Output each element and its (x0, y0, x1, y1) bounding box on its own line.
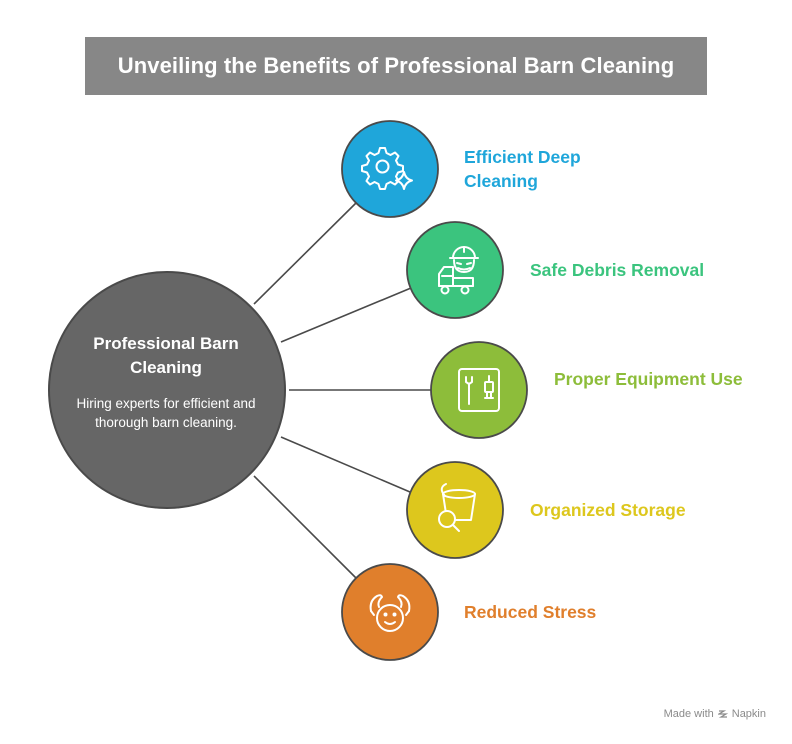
benefit-circle-4 (406, 461, 504, 559)
benefit-label-1: Efficient Deep Cleaning (464, 147, 581, 191)
center-title: Professional Barn Cleaning (93, 334, 239, 377)
calm-face-icon (369, 594, 411, 632)
title-banner: Unveiling the Benefits of Professional B… (85, 37, 707, 95)
made-with-text: Made with (663, 708, 714, 720)
bucket-search-icon (438, 483, 476, 532)
benefit-label-4: Organized Storage (530, 500, 686, 520)
connector-1 (253, 201, 358, 305)
benefit-circle-2 (406, 221, 504, 319)
connector-4 (280, 436, 411, 493)
napkin-brand-text: Napkin (731, 708, 766, 720)
tools-panel-icon (458, 368, 500, 412)
footer-attribution[interactable]: Made with Napkin (664, 708, 766, 720)
benefit-label-2: Safe Debris Removal (530, 260, 705, 280)
connectors (253, 201, 432, 579)
center-circle (48, 271, 286, 509)
benefit-label-5: Reduced Stress (464, 602, 597, 622)
center-text: Professional Barn Cleaning Hiring expert… (70, 332, 262, 432)
benefit-circle-1 (341, 120, 439, 218)
worker-truck-icon (438, 246, 479, 295)
connector-2 (280, 287, 412, 343)
center-description: Hiring experts for efficient and thoroug… (76, 396, 256, 430)
napkin-logo-icon (717, 710, 728, 718)
benefit-circle-3 (430, 341, 528, 439)
gear-sparkle-icon (361, 147, 413, 190)
connector-5 (253, 475, 357, 579)
page-title: Unveiling the Benefits of Professional B… (117, 53, 675, 78)
benefit-circle-5 (341, 563, 439, 661)
benefit-label-3: Proper Equipment Use (554, 369, 743, 389)
